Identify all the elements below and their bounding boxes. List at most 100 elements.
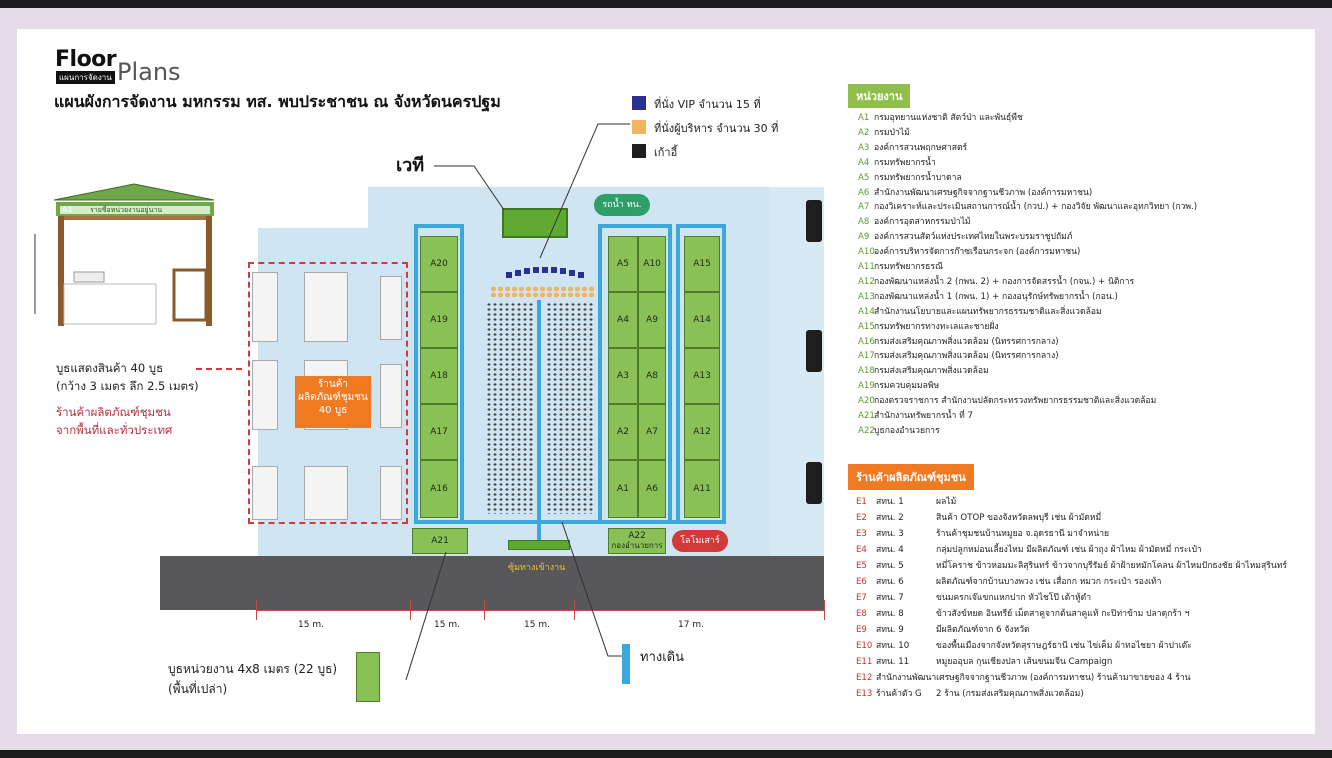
- water-truck-label: รถน้ำ ทน.: [602, 200, 642, 210]
- floor-word: Floor: [55, 47, 117, 72]
- page-title: แผนผังการจัดงาน มหกรรม ทส. พบประชาชน ณ จ…: [54, 92, 501, 111]
- exec-seats: [490, 286, 596, 298]
- agency-code: A22: [858, 425, 875, 436]
- dimension-label: 15 m.: [434, 620, 460, 630]
- vip-seat-swatch: [632, 96, 646, 110]
- agency-item: A1 กรมอุทยานแห่งชาติ สัตว์ป่า และพันธุ์พื…: [858, 110, 1023, 124]
- booth-note-line3: ร้านค้าผลิตภัณฑ์ชุมชน: [56, 405, 171, 419]
- agency-item: A14สำนักงานนโยบายและแผนทรัพยากรธรรมชาติแ…: [858, 304, 1102, 318]
- stage-label: เวที: [396, 155, 425, 176]
- unit-booth-pointer: [405, 551, 447, 681]
- booth-a21: A21: [412, 528, 468, 554]
- floor-subtitle: แผนการจัดงาน: [56, 71, 115, 84]
- agency-name: กองพัฒนาแหล่งน้ำ 2 (กพน. 2) + กองการจัดส…: [874, 276, 1135, 287]
- booth-a3: A3: [608, 348, 638, 404]
- shop-description: สินค้า OTOP ของจังหวัดลพบุรี เช่น ผ้ามัด…: [936, 513, 1102, 523]
- stall: [380, 364, 402, 428]
- shop-description: ผลิตภัณฑ์จากบ้านบางพวง เช่น เสื่อกก หมวก…: [936, 577, 1162, 587]
- agency-name: องค์การอุตสาหกรรมป่าไม้: [874, 217, 971, 228]
- agency-name: สำนักงานนโยบายและแผนทรัพยากรธรรมชาติและส…: [874, 306, 1102, 317]
- shop-owner: สทน. 1: [876, 497, 904, 507]
- agency-code: A14: [858, 306, 875, 317]
- plans-word: Plans: [117, 58, 181, 86]
- shop-owner: ร้านค้าตัว G: [876, 689, 922, 699]
- gazebo-illustration: [34, 183, 215, 326]
- agency-item: A15กรมทรัพยากรทางทะเลและชายฝั่ง: [858, 319, 999, 333]
- agency-name: องค์การสวนสัตว์แห่งประเทศไทยในพระบรมราชู…: [874, 232, 1073, 243]
- agency-item: A13กองพัฒนาแหล่งน้ำ 1 (กพน. 1) + กองอนุร…: [858, 289, 1118, 303]
- exec-seat-swatch: [632, 120, 646, 134]
- stall: [252, 272, 278, 342]
- gazebo-banner: รายชื่อหน่วยงานอยู่นาน: [90, 206, 163, 214]
- walkway: [598, 226, 602, 522]
- dimension-tick: [824, 600, 825, 620]
- booth-a11: A11: [684, 460, 720, 518]
- shop-owner: สทน. 3: [876, 529, 904, 539]
- walkway: [537, 300, 541, 544]
- truck-icon: [806, 462, 822, 504]
- walkway: [722, 226, 726, 524]
- booth-a7: A7: [638, 404, 666, 460]
- booth-note-connector: [196, 368, 242, 370]
- walkway-swatch: [622, 644, 630, 684]
- shop-owner: สทน. 4: [876, 545, 904, 555]
- agency-code: A13: [858, 291, 875, 302]
- vip-seat: [533, 267, 539, 273]
- agency-code: A16: [858, 336, 875, 347]
- water-truck: รถน้ำ ทน.: [594, 194, 650, 216]
- agency-name: กรมส่งเสริมคุณภาพสิ่งแวดล้อม: [874, 366, 989, 377]
- booth-a12: A12: [684, 404, 720, 460]
- agency-name: กรมควบคุมมลพิษ: [874, 381, 940, 392]
- booth-a17: A17: [420, 404, 458, 460]
- shop-owner: สทน. 6: [876, 577, 904, 587]
- agency-code: A1: [858, 113, 870, 123]
- booth-a16: A16: [420, 460, 458, 518]
- gazebo-sign: A1: [62, 205, 73, 214]
- mobile-unit: โลโมเสาร์: [672, 530, 728, 552]
- agency-item: A8 องค์การอุตสาหกรรมป่าไม้: [858, 214, 971, 228]
- stall: [252, 360, 278, 430]
- agency-code: A20: [858, 396, 875, 407]
- walkway: [676, 224, 726, 228]
- agency-code: A12: [858, 276, 875, 287]
- dimension-label: 15 m.: [524, 620, 550, 630]
- shop-code: E7: [856, 593, 867, 603]
- stall: [304, 466, 348, 520]
- agency-name: กรมอุทยานแห่งชาติ สัตว์ป่า และพันธุ์พืช: [874, 113, 1023, 123]
- agency-name: กรมส่งเสริมคุณภาพสิ่งแวดล้อม (นิทรรศการก…: [874, 336, 1059, 347]
- agency-name: องค์การสวนพฤกษศาสตร์: [874, 142, 968, 153]
- shop-description: ผลไม้: [936, 497, 957, 507]
- shop-owner: สทน. 10: [876, 641, 910, 651]
- shop-code: E3: [856, 529, 867, 539]
- vip-seat: [524, 268, 530, 274]
- booth-a6: A6: [638, 460, 666, 518]
- booth-a13: A13: [684, 348, 720, 404]
- shop-code: E1: [856, 497, 867, 507]
- agency-name: กรมทรัพยากรทางทะเลและชายฝั่ง: [874, 321, 999, 332]
- shop-description: กลุ่มปลูกหม่อนเลี้ยงไหม มีผลิตภัณฑ์ เช่น…: [936, 545, 1202, 555]
- window-top-bar: [0, 0, 1332, 8]
- agency-item: A17กรมส่งเสริมคุณภาพสิ่งแวดล้อม (นิทรรศก…: [858, 348, 1059, 362]
- chairs-left: [486, 302, 534, 514]
- agency-item: A20กองตรวจราชการ สำนักงานปลัดกระทรวงทรัพ…: [858, 393, 1156, 407]
- booth-a22: A22 กองอำนวยการ: [608, 528, 666, 554]
- community-shop-area: [248, 262, 408, 524]
- booth-a15: A15: [684, 236, 720, 292]
- dimension-label: 17 m.: [678, 620, 704, 630]
- window-bottom-bar: [0, 750, 1332, 758]
- agency-code: A8: [858, 217, 870, 228]
- shop-description: ของพื้นเมืองจากจังหวัดสุราษฎร์ธานี เช่น …: [936, 641, 1192, 651]
- agency-code: A7: [858, 202, 870, 213]
- community-box-line2: ผลิตภัณฑ์ชุมชน: [298, 392, 368, 403]
- booth-a22-code: A22: [628, 531, 646, 541]
- agency-item: A19กรมควบคุมมลพิษ: [858, 378, 939, 392]
